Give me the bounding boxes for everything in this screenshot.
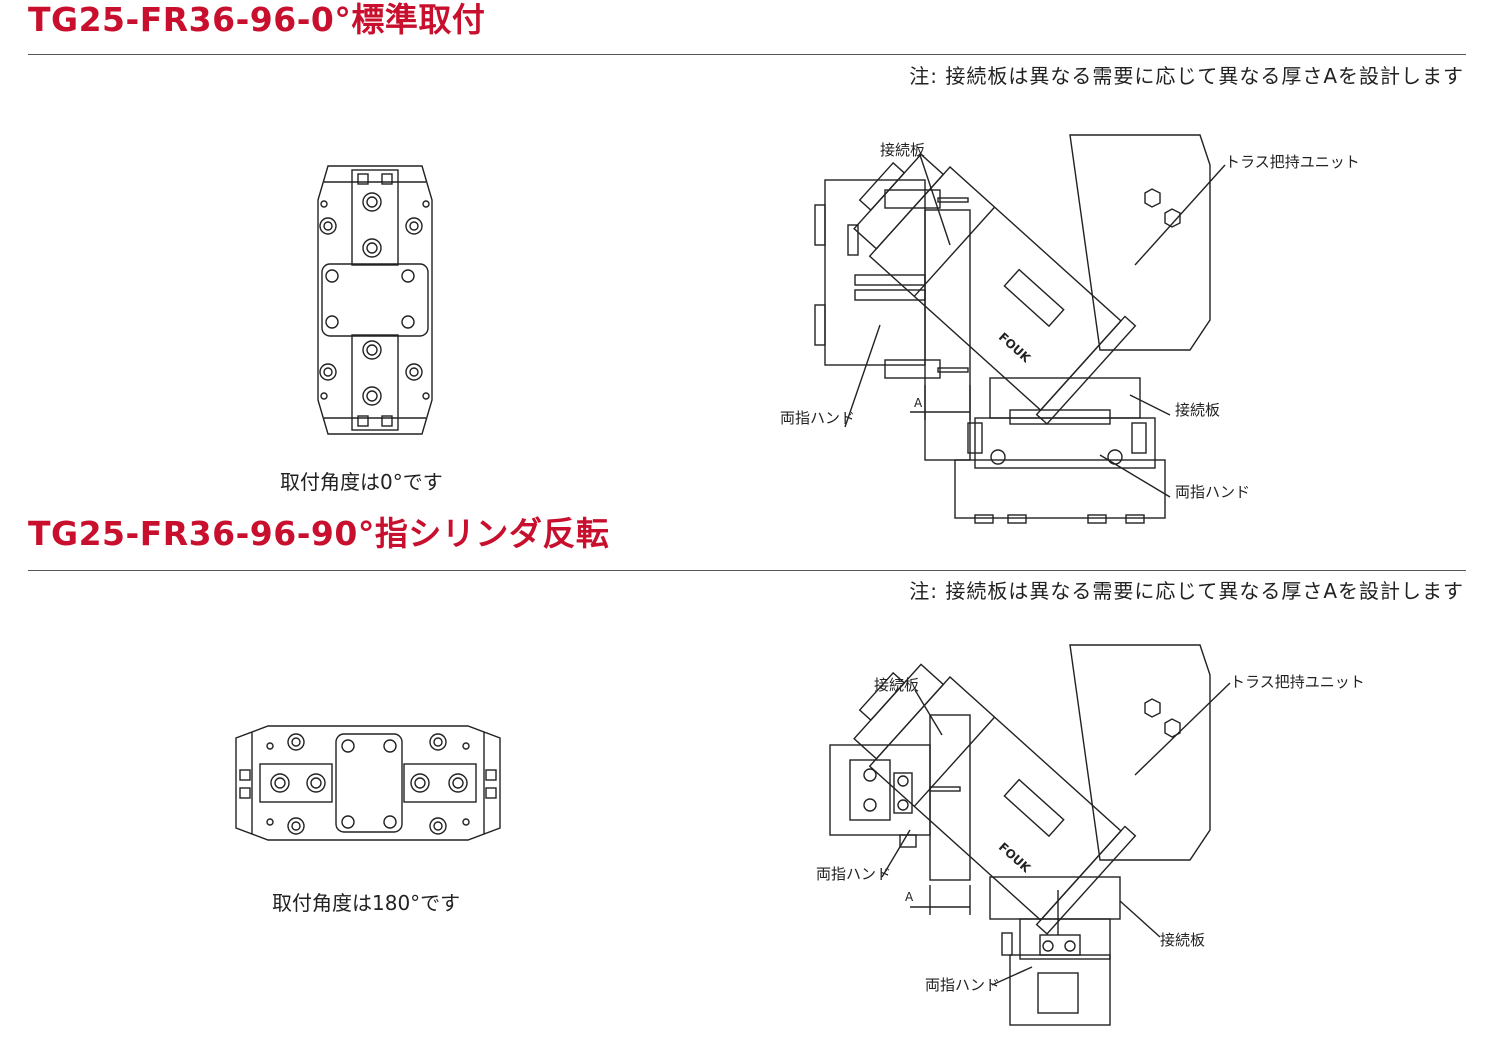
top-view-0deg (317, 165, 433, 435)
section1-title: TG25-FR36-96-0°標準取付 (28, 0, 486, 39)
s2-label-plate-top: 接続板 (874, 676, 919, 694)
assembly-view-180deg: FOUK 接続板 トラス把持ユニット 両指ハ (816, 644, 1365, 1026)
assembly-view-0deg: FOUK 接続板 トラス把持ユニット 両指ハ (780, 134, 1360, 524)
section1-divider (28, 54, 1466, 55)
s2-label-hand-bottom: 両指ハンド (925, 976, 1000, 994)
s2-label-plate-bottom: 接続板 (1160, 931, 1205, 949)
section2-divider (28, 570, 1466, 571)
s2-label-dim-a: A (905, 890, 914, 904)
s1-label-truss: トラス把持ユニット (1225, 153, 1360, 171)
top-view-180deg (235, 725, 501, 841)
s1-label-dim-a: A (914, 396, 923, 410)
s1-label-hand-left: 両指ハンド (780, 409, 855, 427)
s1-label-hand-bottom: 両指ハンド (1175, 483, 1250, 501)
svg-text:FOUK: FOUK (996, 330, 1034, 366)
section2-note: 注: 接続板は異なる需要に応じて異なる厚さAを設計します (909, 579, 1464, 603)
svg-text:FOUK: FOUK (996, 840, 1034, 876)
section1-caption: 取付角度は0°です (280, 470, 443, 494)
s1-label-plate-bottom: 接続板 (1175, 401, 1220, 419)
section2-title: TG25-FR36-96-90°指シリンダ反転 (28, 514, 610, 553)
s2-label-truss: トラス把持ユニット (1230, 673, 1365, 691)
s1-label-plate-top: 接続板 (880, 141, 925, 159)
section2-caption: 取付角度は180°です (272, 891, 461, 915)
section1-note: 注: 接続板は異なる需要に応じて異なる厚さAを設計します (909, 64, 1464, 88)
s2-label-hand-left: 両指ハンド (816, 865, 891, 883)
